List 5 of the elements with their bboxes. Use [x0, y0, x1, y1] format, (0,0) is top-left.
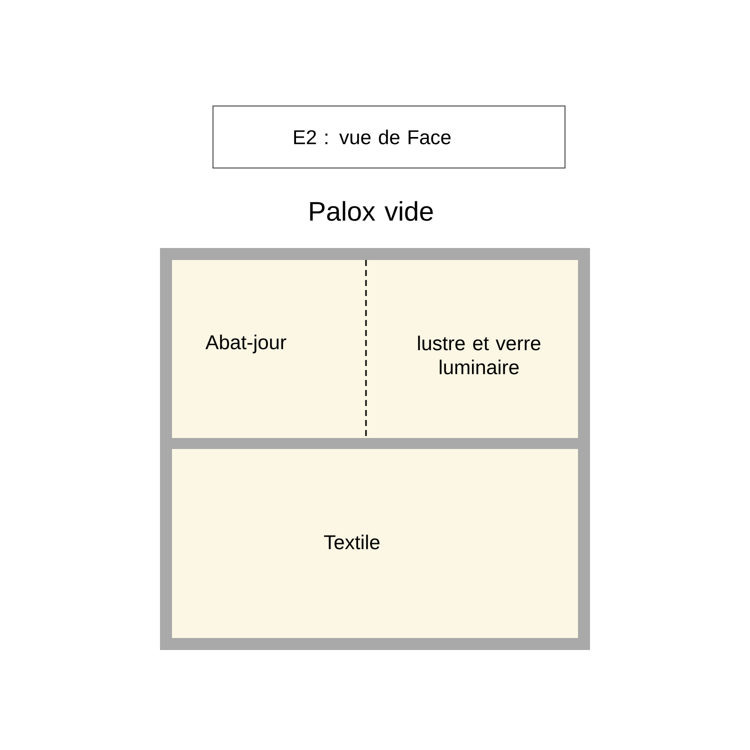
- compartment: Textile: [172, 449, 578, 638]
- title-box: E2 : vue de Face: [212, 106, 566, 168]
- compartment: Abat-jour: [172, 260, 366, 438]
- compartment: lustre et verre luminaire: [366, 260, 578, 438]
- node-label: Palox vide: [310, 201, 433, 221]
